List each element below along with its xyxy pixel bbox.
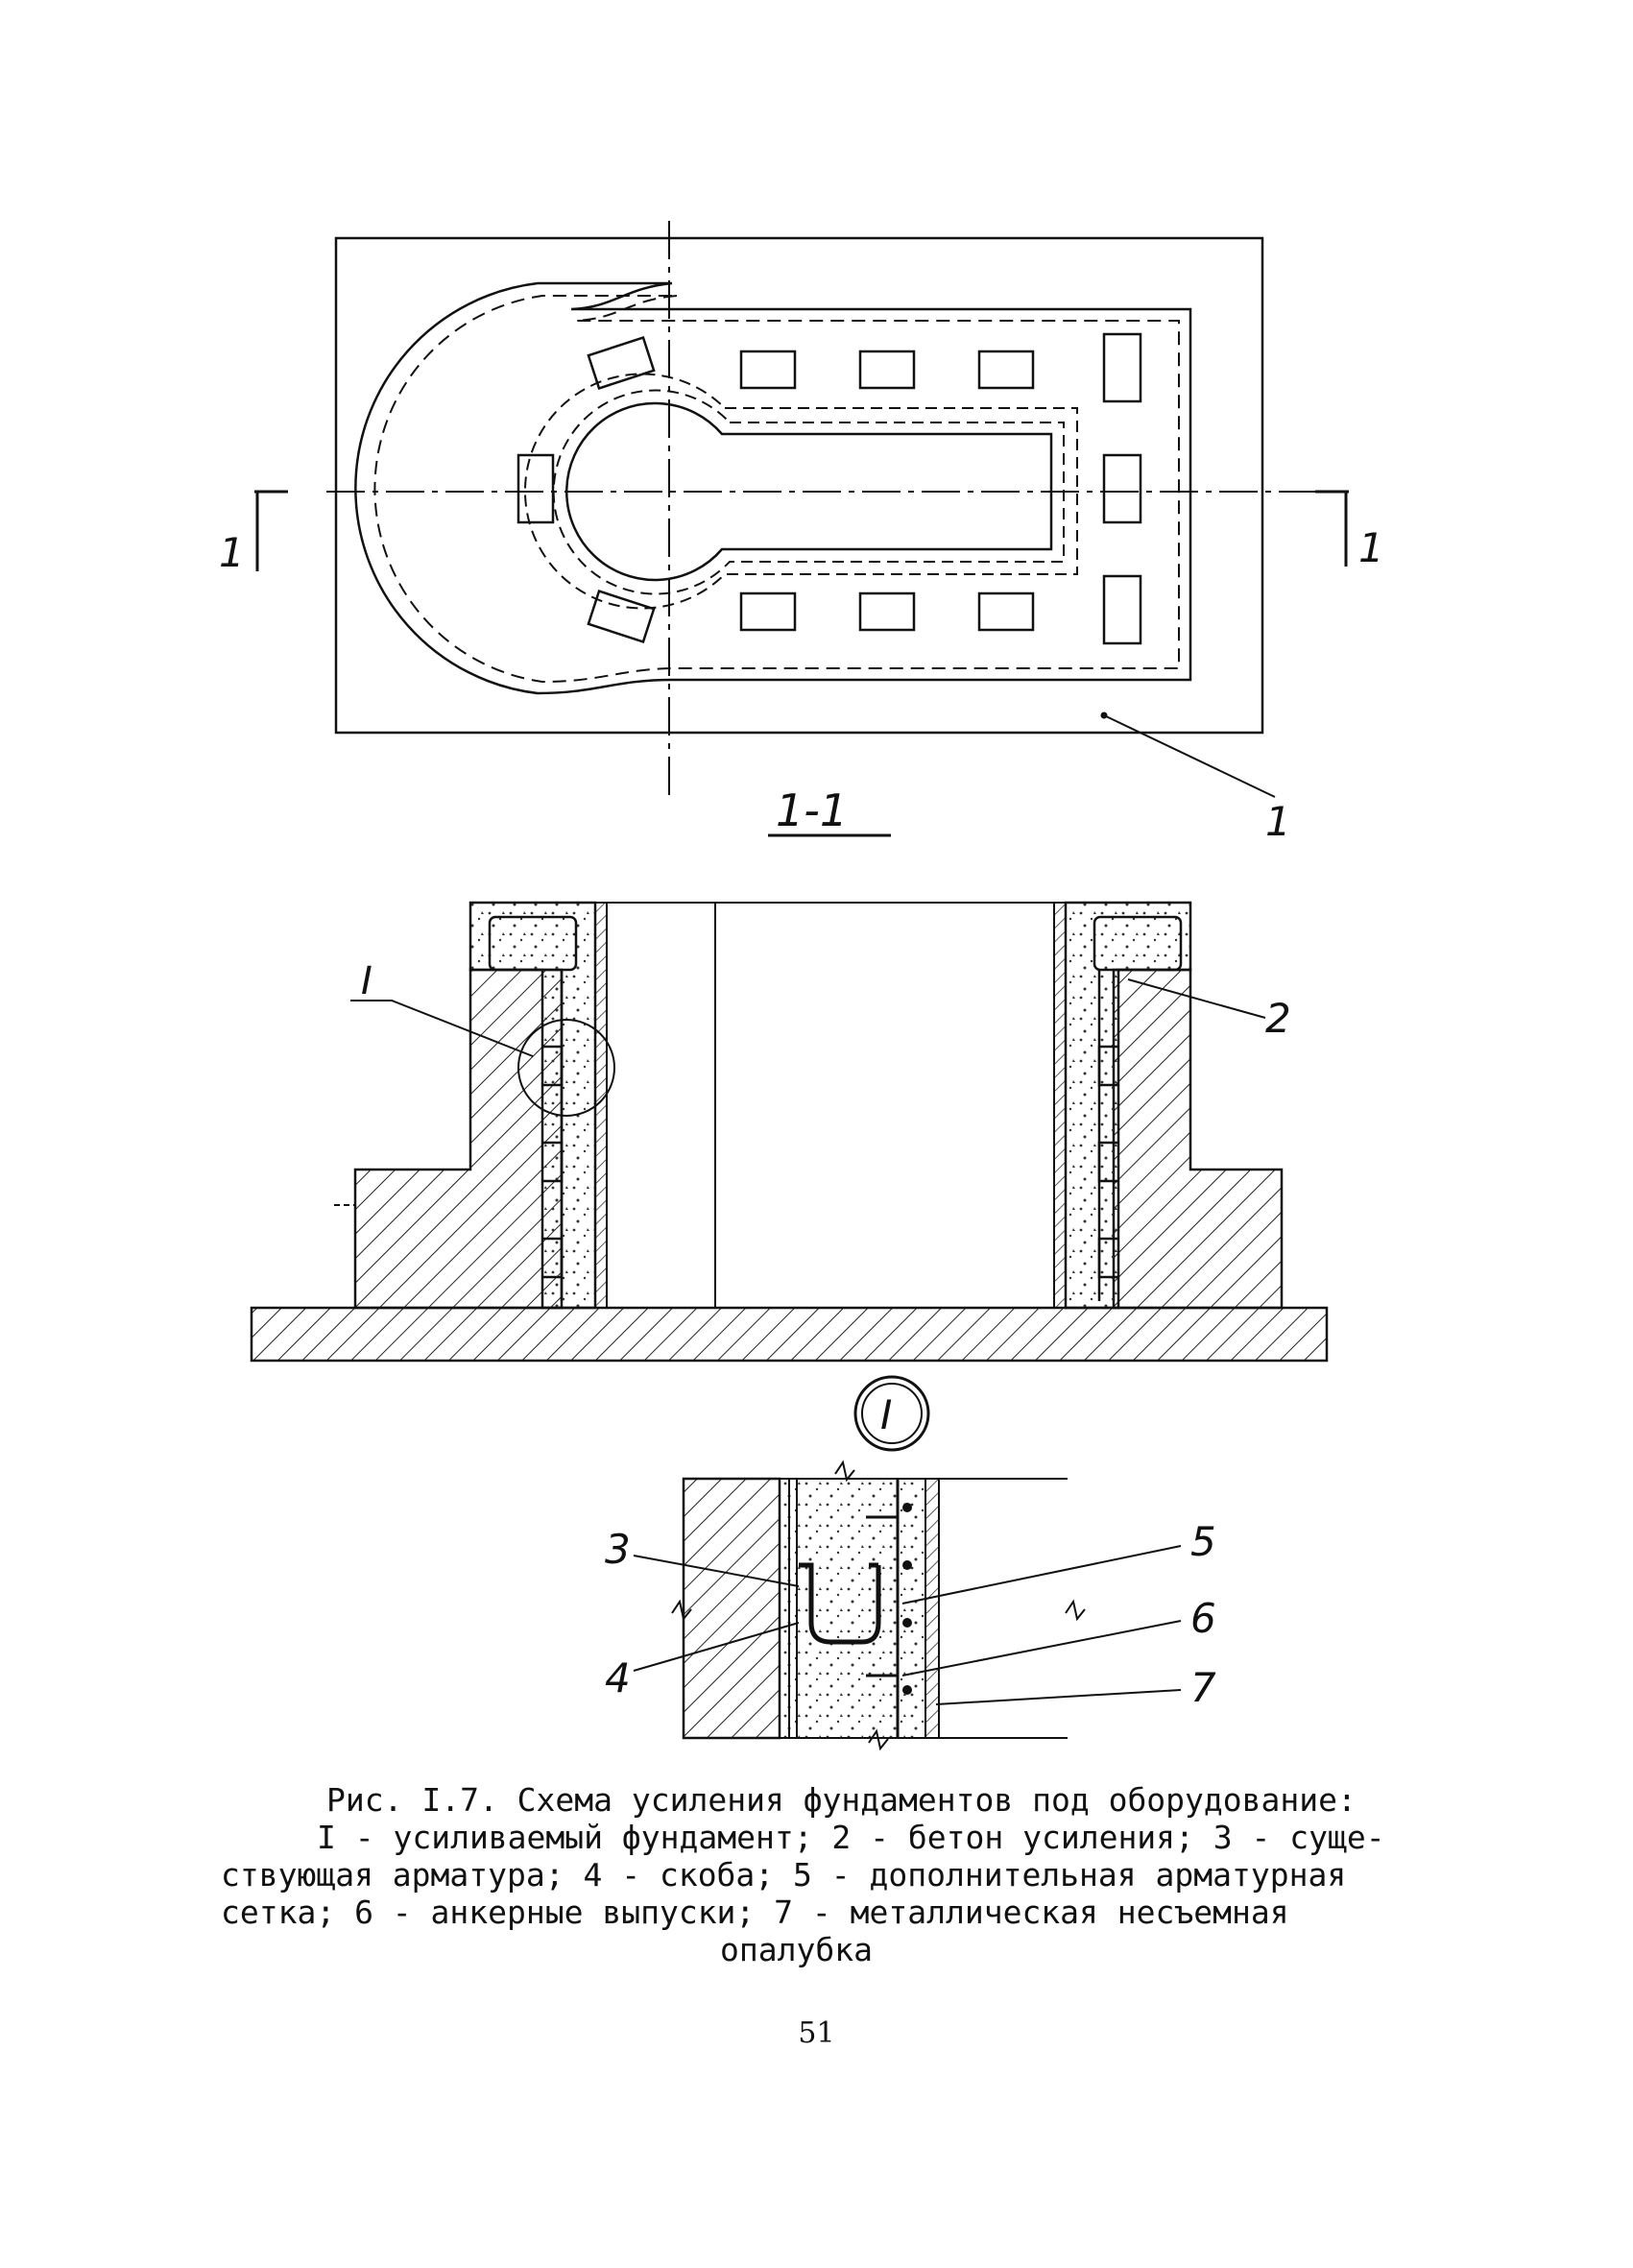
- detail-strengthening-zone: [779, 1478, 926, 1739]
- detail-existing-foundation: [682, 1477, 781, 1740]
- foundation-plan: [254, 221, 1349, 798]
- detail-formwork: [925, 1478, 940, 1739]
- section-title: 1-1: [776, 784, 848, 836]
- foundation-contour: [354, 281, 1192, 695]
- plan-outline: [334, 236, 1264, 735]
- section-mark-left: 1: [219, 529, 245, 576]
- plan-callout-label: 1: [1265, 798, 1291, 845]
- detail-callout-7: 7: [1190, 1664, 1216, 1711]
- figure-caption: Рис. I.7. Схема усиления фундаментов под…: [221, 1781, 1421, 1968]
- caption-line-4: сетка; 6 - анкерные выпуски; 7 - металли…: [221, 1894, 1289, 1931]
- bolt-pockets: [516, 332, 1142, 645]
- caption-line-1: Рис. I.7. Схема усиления фундаментов под…: [326, 1781, 1357, 1819]
- inner-opening: [565, 401, 1053, 582]
- inner-opening-dashed-2: [552, 389, 1065, 595]
- detail-callout-6: 6: [1190, 1595, 1216, 1642]
- detail-callout-5: 5: [1190, 1518, 1216, 1565]
- left-foundation: [353, 968, 564, 1310]
- detail-callout-3: 3: [605, 1526, 631, 1573]
- caption-line-5: опалубка: [720, 1931, 873, 1968]
- detail-callout-4: 4: [605, 1654, 631, 1701]
- caption-line-3: ствующая арматура; 4 - скоба; 5 - дополн…: [221, 1856, 1347, 1894]
- detail-view: [633, 1375, 1182, 1751]
- page-number: 51: [798, 2016, 835, 2050]
- caption-line-2: I - усиливаемый фундамент; 2 - бетон уси…: [317, 1819, 1385, 1856]
- base-slab: [250, 1306, 1329, 1363]
- detail-bracket: [799, 1562, 881, 1645]
- section-mark-right: 1: [1358, 524, 1384, 571]
- detail-mark-circle-label: I: [880, 1391, 892, 1438]
- foundation-contour-dashed: [373, 295, 1180, 684]
- detail-mark-label: I: [361, 959, 372, 1003]
- detail-circle: [517, 1019, 615, 1117]
- section-callout-label: 2: [1265, 995, 1291, 1042]
- right-foundation: [1112, 968, 1284, 1310]
- section-view: [250, 901, 1329, 1363]
